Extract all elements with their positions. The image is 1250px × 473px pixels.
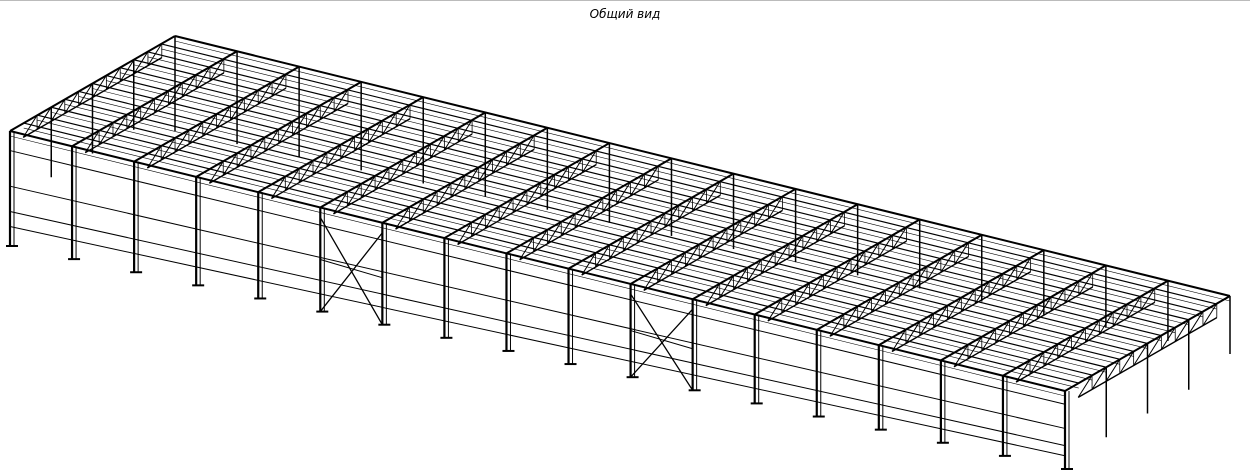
wall-girts [9, 150, 1066, 457]
roof-purlins [9, 35, 1231, 397]
roof-trusses [9, 35, 1231, 399]
view-title: Общий вид [589, 7, 661, 21]
bracing [319, 217, 694, 391]
